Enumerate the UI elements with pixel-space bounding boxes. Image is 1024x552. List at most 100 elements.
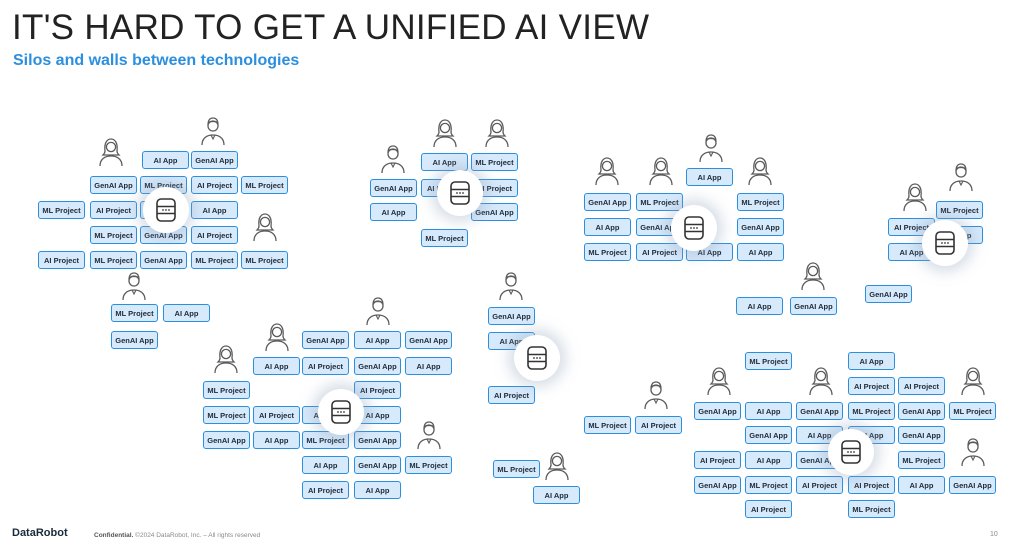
ai-app-chip: AI App [253, 431, 300, 449]
ml-project-chip: ML Project [848, 500, 895, 518]
person-male-icon [365, 296, 391, 326]
confidential-label: Confidential. [94, 532, 134, 539]
genai-app-chip: GenAI App [790, 297, 837, 315]
genai-app-chip: GenAI App [354, 357, 401, 375]
ai-app-chip: AI App [737, 243, 784, 261]
person-male-icon [948, 162, 974, 192]
person-male-icon [121, 271, 147, 301]
ai-project-chip: AI Project [38, 251, 85, 269]
person-male-icon [200, 116, 226, 146]
genai-app-chip: GenAI App [488, 307, 535, 325]
ai-project-chip: AI Project [796, 476, 843, 494]
ai-app-chip: AI App [533, 486, 580, 504]
person-female-icon [960, 366, 986, 396]
ai-app-chip: AI App [421, 153, 468, 171]
person-female-icon [213, 344, 239, 374]
ml-project-chip: ML Project [898, 451, 945, 469]
ai-project-chip: AI Project [745, 500, 792, 518]
ai-project-chip: AI Project [90, 201, 137, 219]
person-female-icon [98, 137, 124, 167]
datarobot-logo: DataRobot [12, 527, 68, 539]
ml-project-chip: ML Project [191, 251, 238, 269]
ml-project-chip: ML Project [241, 176, 288, 194]
person-male-icon [960, 437, 986, 467]
person-male-icon [698, 133, 724, 163]
database-icon [828, 429, 874, 475]
ml-project-chip: ML Project [90, 226, 137, 244]
genai-app-chip: GenAI App [898, 402, 945, 420]
ai-project-chip: AI Project [635, 416, 682, 434]
person-female-icon [484, 118, 510, 148]
database-icon [437, 170, 483, 216]
ai-app-chip: AI App [302, 456, 349, 474]
ml-project-chip: ML Project [241, 251, 288, 269]
person-female-icon [264, 322, 290, 352]
ai-app-chip: AI App [584, 218, 631, 236]
person-female-icon [902, 182, 928, 212]
genai-app-chip: GenAI App [898, 426, 945, 444]
copyright-text: ©2024 DataRobot, Inc. – All rights reser… [135, 532, 261, 539]
ml-project-chip: ML Project [302, 431, 349, 449]
ml-project-chip: ML Project [745, 476, 792, 494]
ml-project-chip: ML Project [936, 201, 983, 219]
person-female-icon [747, 156, 773, 186]
ml-project-chip: ML Project [737, 193, 784, 211]
confidential-notice: Confidential. ©2024 DataRobot, Inc. – Al… [94, 532, 260, 539]
ai-app-chip: AI App [686, 168, 733, 186]
person-female-icon [706, 366, 732, 396]
ml-project-chip: ML Project [111, 304, 158, 322]
ai-app-chip: AI App [848, 352, 895, 370]
ml-project-chip: ML Project [421, 229, 468, 247]
genai-app-chip: GenAI App [191, 151, 238, 169]
ml-project-chip: ML Project [584, 243, 631, 261]
ai-project-chip: AI Project [636, 243, 683, 261]
genai-app-chip: GenAI App [694, 476, 741, 494]
ml-project-chip: ML Project [203, 406, 250, 424]
database-icon [318, 389, 364, 435]
database-icon [143, 187, 189, 233]
database-icon [671, 205, 717, 251]
ai-project-chip: AI Project [898, 377, 945, 395]
genai-app-chip: GenAI App [737, 218, 784, 236]
page-number: 10 [990, 531, 998, 538]
ml-project-chip: ML Project [90, 251, 137, 269]
ai-app-chip: AI App [745, 402, 792, 420]
ai-project-chip: AI Project [848, 476, 895, 494]
ml-project-chip: ML Project [636, 193, 683, 211]
ml-project-chip: ML Project [203, 381, 250, 399]
ai-project-chip: AI Project [354, 381, 401, 399]
ml-project-chip: ML Project [38, 201, 85, 219]
ai-project-chip: AI Project [488, 386, 535, 404]
ml-project-chip: ML Project [745, 352, 792, 370]
ml-project-chip: ML Project [949, 402, 996, 420]
person-female-icon [252, 212, 278, 242]
ai-app-chip: AI App [745, 451, 792, 469]
genai-app-chip: GenAI App [405, 331, 452, 349]
genai-app-chip: GenAI App [949, 476, 996, 494]
person-female-icon [432, 118, 458, 148]
person-female-icon [800, 261, 826, 291]
ai-app-chip: AI App [405, 357, 452, 375]
ai-project-chip: AI Project [253, 406, 300, 424]
ml-project-chip: ML Project [405, 456, 452, 474]
database-icon [514, 335, 560, 381]
person-male-icon [380, 144, 406, 174]
ai-app-chip: AI App [370, 203, 417, 221]
ai-app-chip: AI App [191, 201, 238, 219]
genai-app-chip: GenAI App [90, 176, 137, 194]
ai-project-chip: AI Project [302, 481, 349, 499]
ai-project-chip: AI Project [191, 176, 238, 194]
genai-app-chip: GenAI App [865, 285, 912, 303]
ai-app-chip: AI App [253, 357, 300, 375]
genai-app-chip: GenAI App [694, 402, 741, 420]
slide-title: IT'S HARD TO GET A UNIFIED AI VIEW [12, 8, 650, 47]
ai-app-chip: AI App [354, 331, 401, 349]
ai-project-chip: AI Project [848, 377, 895, 395]
person-male-icon [643, 380, 669, 410]
genai-app-chip: GenAI App [354, 431, 401, 449]
genai-app-chip: GenAI App [111, 331, 158, 349]
ml-project-chip: ML Project [471, 153, 518, 171]
ml-project-chip: ML Project [584, 416, 631, 434]
ai-app-chip: AI App [898, 476, 945, 494]
